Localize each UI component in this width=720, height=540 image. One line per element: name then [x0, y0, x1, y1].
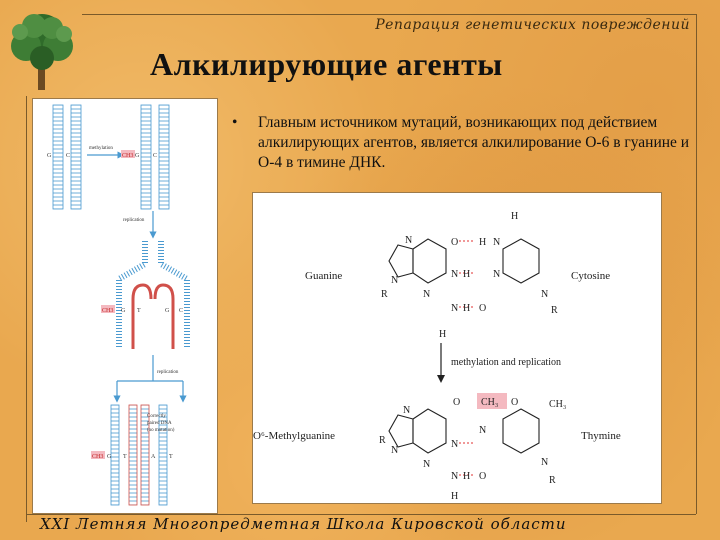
- svg-text:N: N: [405, 235, 412, 246]
- svg-text:R: R: [549, 475, 556, 486]
- svg-text:N: N: [479, 425, 486, 436]
- svg-text:N: N: [451, 439, 458, 450]
- methyl-group-top: CH3: [122, 153, 133, 159]
- svg-text:R: R: [551, 305, 558, 316]
- note-line-2: paired DNA: [147, 421, 172, 426]
- fork-methyl: CH3: [102, 308, 113, 314]
- bottom-methyl: CH3: [92, 454, 103, 460]
- base-pairing-figure: N O H N H N H N N R N N H O N R H Guanin…: [252, 192, 662, 504]
- fork-left-partner: T: [137, 308, 141, 314]
- methyl-group-highlight: CH₃: [481, 397, 498, 408]
- thymine-label: Thymine: [581, 430, 621, 442]
- svg-text:H: H: [463, 269, 470, 280]
- svg-text:H: H: [479, 237, 486, 248]
- svg-text:N: N: [493, 237, 500, 248]
- bottom-left-partner: T: [123, 454, 127, 460]
- bullet-text: Главным источником мутаций, возникающих …: [258, 114, 690, 171]
- bottom-mid-partner: T: [169, 454, 173, 460]
- fork-right-partner: C: [179, 308, 183, 314]
- bottom-mid-base: A: [151, 454, 156, 460]
- bottom-rule: [26, 514, 696, 515]
- right-rule: [696, 14, 697, 514]
- top-pair-right: C: [66, 153, 70, 159]
- thymine-methyl: CH₃: [549, 399, 566, 410]
- guanine-label: Guanine: [305, 270, 342, 282]
- second-replication-label: replication: [157, 370, 179, 375]
- svg-text:O: O: [453, 397, 460, 408]
- svg-text:O: O: [479, 471, 486, 482]
- footer-text: XXI Летняя Многопредметная Школа Кировск…: [40, 515, 567, 533]
- svg-text:O: O: [479, 303, 486, 314]
- dna-replication-figure: G C methylation CH3 G C replication CH3 …: [32, 98, 218, 514]
- slide-title: Алкилирующие агенты: [150, 46, 503, 82]
- replication-label: replication: [123, 218, 145, 223]
- bullet-dot: •: [232, 114, 238, 131]
- methylation-label: methylation: [89, 146, 113, 151]
- svg-text:R: R: [379, 435, 386, 446]
- note-line-1: Correctly: [147, 414, 166, 419]
- svg-text:N: N: [451, 471, 458, 482]
- svg-text:N: N: [451, 303, 458, 314]
- svg-text:H: H: [439, 329, 446, 340]
- methylated-base: G: [135, 153, 140, 159]
- tree-logo: [11, 14, 73, 90]
- base-pairing-diagram: N O H N H N H N N R N N H O N R H Guanin…: [253, 211, 621, 502]
- svg-text:N: N: [391, 445, 398, 456]
- left-rule: [26, 96, 27, 522]
- methylated-partner: C: [153, 153, 157, 159]
- svg-text:H: H: [463, 303, 470, 314]
- top-rule: [82, 14, 696, 15]
- svg-text:N: N: [423, 459, 430, 470]
- fork-right-base: G: [165, 308, 170, 314]
- bottom-left-base: G: [107, 454, 112, 460]
- svg-text:O: O: [451, 237, 458, 248]
- svg-text:H: H: [511, 211, 518, 222]
- svg-text:H: H: [463, 471, 470, 482]
- fork-left-base: G: [121, 308, 126, 314]
- svg-text:N: N: [391, 275, 398, 286]
- cytosine-label: Cytosine: [571, 270, 610, 282]
- svg-text:R: R: [381, 289, 388, 300]
- methylguanine-label: O⁶-Methylguanine: [253, 430, 335, 442]
- svg-text:N: N: [451, 269, 458, 280]
- course-header: Репарация генетических повреждений: [375, 17, 690, 33]
- svg-text:N: N: [541, 289, 548, 300]
- note-line-3: (no mutation): [147, 428, 175, 433]
- svg-text:O: O: [511, 397, 518, 408]
- svg-text:N: N: [423, 289, 430, 300]
- top-pair-left: G: [47, 153, 52, 159]
- svg-text:N: N: [403, 405, 410, 416]
- bullet-item: • Главным источником мутаций, возникающи…: [232, 113, 692, 173]
- methylation-replication-label: methylation and replication: [451, 357, 561, 368]
- svg-text:N: N: [493, 269, 500, 280]
- dna-replication-diagram: G C methylation CH3 G C replication CH3 …: [47, 104, 190, 506]
- svg-text:N: N: [541, 457, 548, 468]
- svg-text:H: H: [451, 491, 458, 502]
